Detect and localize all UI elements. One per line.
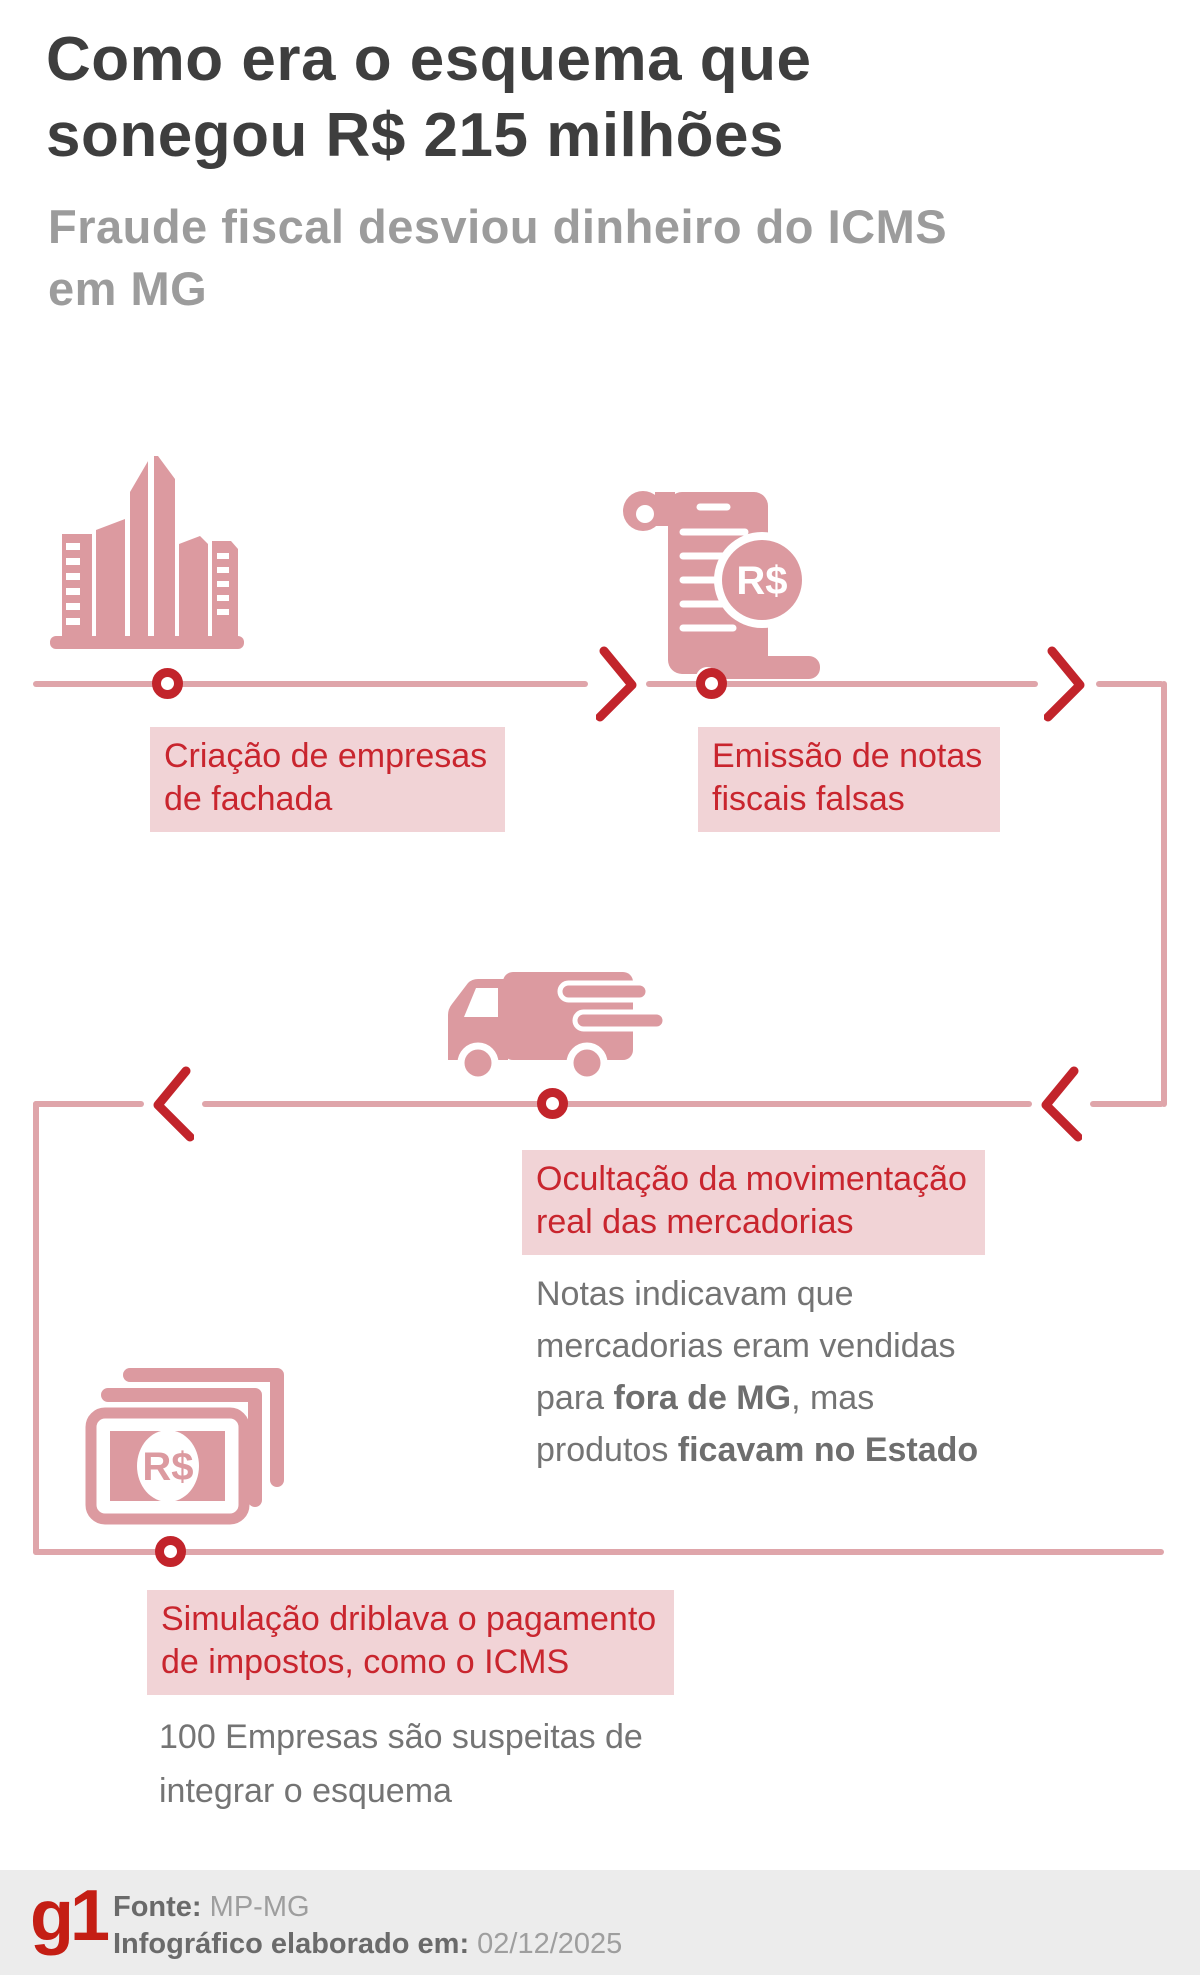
flow-line-corner — [1161, 681, 1167, 1107]
footer-bar — [0, 1870, 1200, 1975]
arrow-right-icon — [596, 646, 637, 722]
money-bills-icon: R$ — [85, 1368, 284, 1525]
arrow-right-icon — [1044, 646, 1085, 722]
step-node-2 — [696, 668, 727, 699]
footer-date-value: 02/12/2025 — [477, 1928, 623, 1960]
currency-symbol-text: R$ — [736, 559, 787, 603]
arrow-left-icon — [1041, 1066, 1082, 1142]
flow-line-corner — [33, 1101, 39, 1555]
flow-line — [1090, 1101, 1164, 1107]
step-label-2: Emissão de notas fiscais falsas — [698, 727, 1001, 832]
delivery-truck-icon — [448, 972, 668, 1084]
flow-line — [33, 1101, 144, 1107]
g1-logo: g1 — [30, 1876, 110, 1956]
footer-date-line: Infográfico elaborado em: 02/12/2025 — [113, 1926, 622, 1963]
flow-line — [202, 1101, 1032, 1107]
step-node-3 — [537, 1088, 568, 1119]
flow-line — [1096, 681, 1164, 687]
step-node-4 — [155, 1536, 186, 1567]
currency-badge: R$ — [714, 532, 810, 628]
step-label-4: Simulação driblava o pagamento de impost… — [147, 1590, 675, 1695]
flow-line — [33, 1549, 1164, 1555]
footer-credits: Fonte: MP-MG Infográfico elaborado em: 0… — [113, 1889, 622, 1963]
flow-line — [646, 681, 1038, 687]
step-description-4: 100 Empresas são suspeitas de integrar o… — [159, 1718, 643, 1810]
footer-date-label: Infográfico elaborado em: — [113, 1928, 470, 1960]
footer-source-line: Fonte: MP-MG — [113, 1889, 622, 1926]
truck-wheel — [566, 1042, 608, 1084]
footer-source-label: Fonte: — [113, 1891, 202, 1923]
arrow-left-icon — [153, 1066, 194, 1142]
flow-line — [33, 681, 588, 687]
step-label-1: Criação de empresas de fachada — [150, 727, 506, 832]
footer-source-value: MP-MG — [209, 1891, 310, 1923]
invoice-scroll-icon: R$ — [623, 491, 820, 689]
page-title: Como era o esquema que sonegou R$ 215 mi… — [46, 25, 812, 170]
step-description-3: Notas indicavam que mercadorias eram ven… — [536, 1275, 979, 1469]
step-label-3: Ocultação da movimentação real das merca… — [522, 1150, 985, 1255]
truck-wheel — [457, 1042, 499, 1084]
step-node-1 — [152, 668, 183, 699]
currency-symbol-text: R$ — [142, 1445, 193, 1489]
page-subtitle: Fraude fiscal desviou dinheiro do ICMS e… — [48, 200, 948, 315]
office-buildings-icon — [50, 456, 244, 649]
